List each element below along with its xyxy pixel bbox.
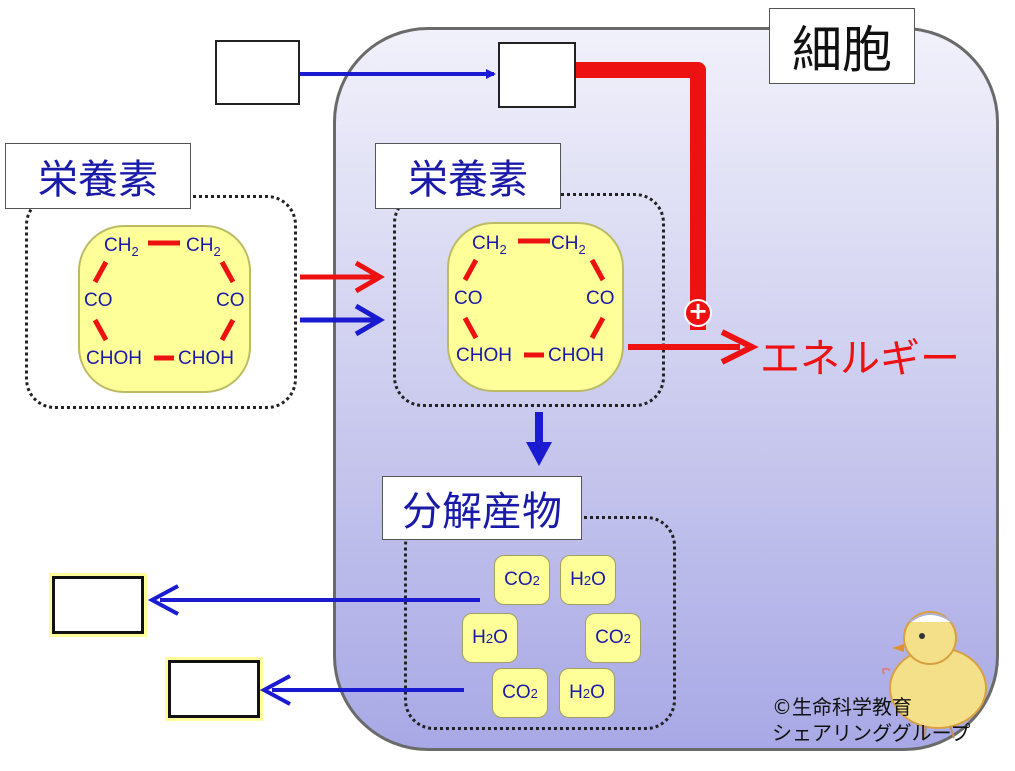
chick-mascot-icon — [881, 611, 987, 739]
red-path-top — [576, 62, 706, 330]
outside-mol-bottom-left: CHOH — [86, 348, 142, 369]
inside-nutrient-label: 栄養素 — [375, 143, 561, 209]
credit-text: ©生命科学教育 シェアリンググループ — [772, 694, 970, 746]
outside-nutrient-label-text: 栄養素 — [38, 157, 158, 203]
credit-line-1: ©生命科学教育 — [772, 695, 912, 719]
inside-molecule-ring — [447, 222, 624, 392]
outside-mol-left: CO — [84, 290, 113, 311]
energy-label: エネルギー — [760, 336, 960, 382]
blank-box-outside-top — [215, 40, 300, 105]
products-label: 分解産物 — [382, 476, 582, 540]
cell-label-text: 細胞 — [792, 21, 892, 79]
outside-molecule-ring — [78, 225, 251, 393]
inside-mol-top-left: CH2 — [472, 233, 507, 257]
plus-circle — [684, 299, 712, 327]
inside-mol-left: CO — [454, 288, 483, 309]
outside-mol-top-right: CH2 — [186, 235, 221, 259]
energy-arrow-head — [720, 329, 759, 365]
outside-mol-right: CO — [216, 290, 245, 311]
outside-mol-top-left: CH2 — [104, 235, 139, 259]
cell-label: 細胞 — [769, 8, 915, 84]
blank-box-excretion-2 — [168, 660, 260, 718]
inside-mol-bottom-left: CHOH — [456, 345, 512, 366]
outside-nutrient-label: 栄養素 — [5, 143, 191, 209]
inside-mol-bottom-right: CHOH — [548, 345, 604, 366]
blank-box-excretion-1 — [52, 576, 144, 634]
credit-line-2: シェアリンググループ — [772, 721, 971, 745]
blank-box-inside-top — [498, 42, 576, 108]
products-label-text: 分解産物 — [402, 489, 562, 535]
inside-nutrient-label-text: 栄養素 — [408, 157, 528, 203]
outside-molecule-bonds — [92, 240, 236, 361]
inside-mol-right: CO — [586, 288, 615, 309]
outside-mol-bottom-right: CHOH — [178, 348, 234, 369]
inside-molecule-bonds — [462, 238, 606, 358]
inside-mol-top-right: CH2 — [551, 233, 586, 257]
plus-sign: + — [688, 297, 709, 325]
